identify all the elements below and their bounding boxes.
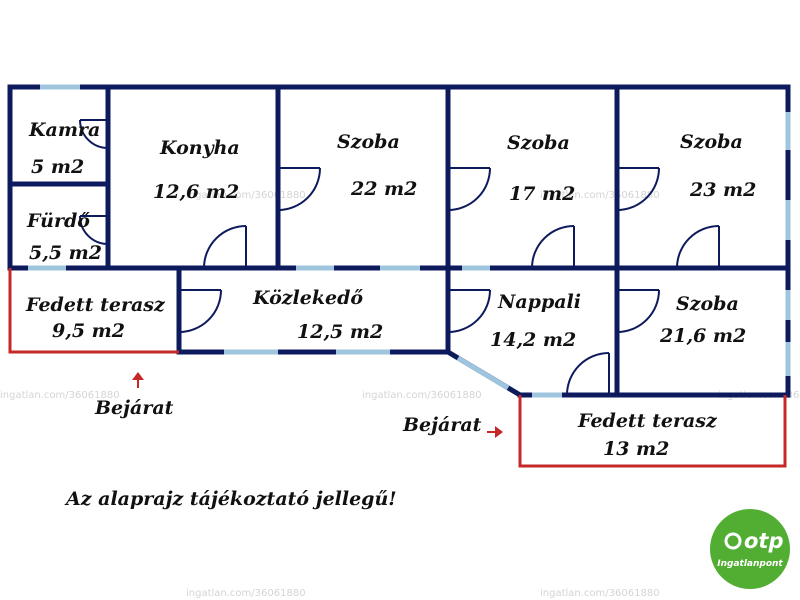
watermark: ingatlan.com/36061880: [186, 190, 306, 201]
windows: [28, 84, 791, 398]
door-arc: [79, 215, 109, 245]
room-area-szoba1: 22 m2: [350, 178, 417, 200]
room-name-kamra: Kamra: [28, 119, 100, 141]
room-area-konyha: 12,6 m2: [153, 181, 239, 203]
watermark: ingatlan.com/36061880: [0, 390, 120, 401]
watermark: ingatlan.com/36061880: [186, 588, 306, 599]
room-name-szoba3: Szoba: [680, 131, 743, 153]
room-area-terasz2: 13 m2: [603, 438, 669, 460]
door-arc: [447, 167, 491, 211]
room-area-kozlekedo: 12,5 m2: [297, 321, 383, 343]
room-name-konyha: Konyha: [159, 137, 240, 159]
door-arc: [616, 167, 660, 211]
entrance-right-label: Bejárat: [402, 414, 482, 436]
door-arc: [447, 289, 491, 333]
logo-circle: [710, 509, 790, 589]
disclaimer-note: Az alaprajz tájékoztató jellegű!: [64, 488, 397, 510]
room-name-terasz1: Fedett terasz: [25, 294, 166, 316]
logo-swirl-icon: [724, 532, 742, 550]
door-arc: [676, 225, 720, 269]
room-name-terasz2: Fedett terasz: [577, 410, 718, 432]
door-arc: [616, 289, 660, 333]
room-name-furdo: Fürdő: [26, 210, 90, 232]
terrace-right-outline: [518, 395, 787, 468]
room-area-furdo: 5,5 m2: [29, 242, 102, 264]
otp-logo: otp Ingatlanpont: [710, 509, 790, 589]
room-area-nappali: 14,2 m2: [490, 329, 576, 351]
door-arc: [566, 352, 610, 396]
watermark: ingatlan.com/36061880: [540, 190, 660, 201]
room-name-szoba1: Szoba: [337, 131, 400, 153]
room-name-szoba4: Szoba: [676, 293, 739, 315]
door-arc: [178, 289, 222, 333]
terraces: [8, 268, 787, 468]
terrace-left-outline: [8, 268, 179, 354]
room-area-szoba4: 21,6 m2: [659, 325, 746, 347]
entrance-arrow-up-head-icon: [132, 372, 144, 380]
logo-sub: Ingatlanpont: [717, 559, 783, 569]
entrances: Bejárat Bejárat: [94, 372, 503, 438]
watermark: ingatlan.com/36061880: [540, 588, 660, 599]
room-name-kozlekedo: Közlekedő: [252, 287, 363, 309]
room-area-szoba3: 23 m2: [689, 179, 756, 201]
room-labels: Kamra 5 m2 Konyha 12,6 m2 Szoba 22 m2 Sz…: [25, 119, 756, 460]
door-arc: [531, 225, 575, 269]
window: [456, 355, 510, 391]
room-name-nappali: Nappali: [497, 291, 581, 313]
room-area-terasz1: 9,5 m2: [52, 320, 125, 342]
doors: [79, 119, 720, 396]
logo-brand: otp: [744, 529, 784, 553]
room-name-szoba2: Szoba: [507, 132, 570, 154]
room-area-kamra: 5 m2: [31, 156, 84, 178]
watermark: ingatlan.com/36061880: [362, 390, 482, 401]
door-arc: [203, 225, 247, 269]
door-arc: [277, 167, 321, 211]
door-arc: [79, 119, 109, 149]
room-area-szoba2: 17 m2: [509, 183, 575, 205]
entrance-arrow-right-head-icon: [495, 426, 503, 438]
entrance-left-label: Bejárat: [94, 397, 174, 419]
